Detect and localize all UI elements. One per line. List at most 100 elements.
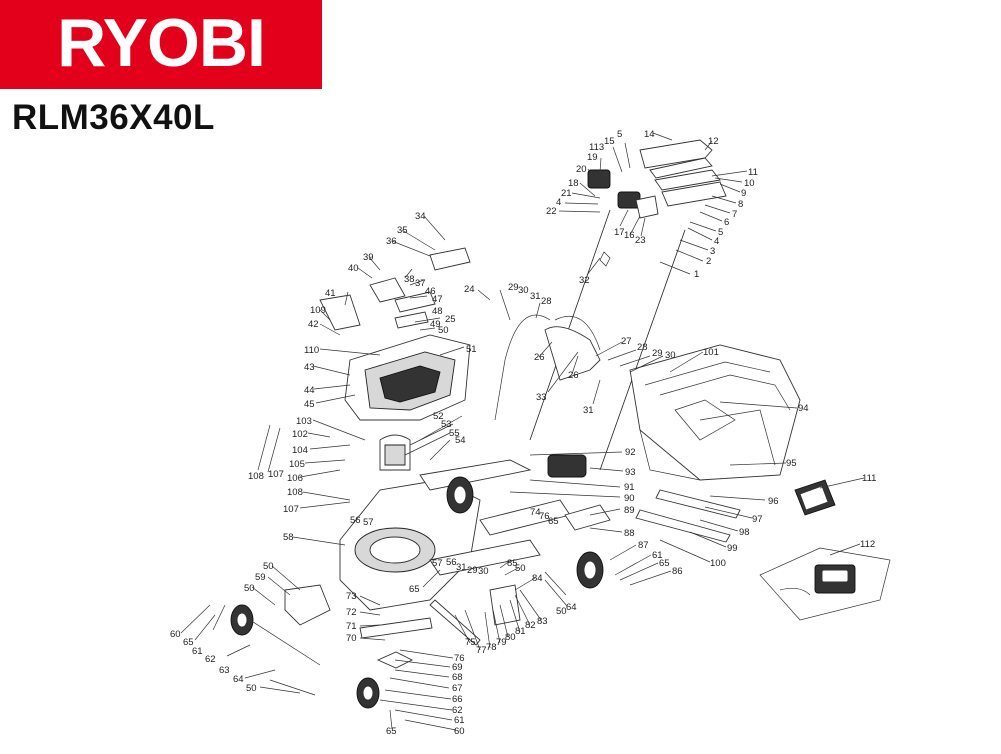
part-label: 54 [455,435,466,446]
part-label: 96 [768,496,779,507]
part-label: 81 [515,626,526,637]
part-label: 93 [625,467,636,478]
part-label: 50 [438,325,449,336]
part-label: 18 [568,178,579,189]
part-label: 62 [205,654,216,665]
part-label: 60 [454,726,465,737]
part-label: 85 [507,558,518,569]
motor-cover [319,247,471,421]
part-label: 84 [532,573,543,584]
part-label: 112 [860,539,875,550]
part-label: 50 [246,683,257,694]
part-label: 2 [706,256,711,267]
part-label: 31 [583,405,594,416]
part-label: 24 [464,284,475,295]
part-label: 70 [346,633,357,644]
part-label: 64 [233,674,244,685]
grass-catcher [629,344,801,481]
part-label: 16 [624,230,635,241]
part-label: 61 [652,550,663,561]
part-label: 65 [386,726,397,737]
part-label: 59 [255,572,266,583]
part-label: 15 [604,136,615,147]
part-label: 6 [724,217,729,228]
part-label: 63 [219,665,230,676]
part-label: 3 [710,246,715,257]
part-label: 52 [433,411,444,422]
part-label: 55 [449,428,460,439]
part-label: 103 [296,416,312,427]
part-label: 60 [170,629,181,640]
part-label: 30 [478,566,489,577]
part-label: 78 [486,642,497,653]
part-label: 72 [346,607,357,618]
part-label: 89 [624,505,635,516]
part-label: 50 [244,583,255,594]
part-label: 29 [508,282,519,293]
part-label: 108 [248,471,264,482]
part-label: 109 [310,305,326,316]
part-label: 19 [587,152,598,163]
part-label: 44 [304,385,315,396]
part-label: 57 [363,517,374,528]
part-label: 35 [397,225,408,236]
part-label: 49 [430,319,441,330]
part-label: 56 [446,557,457,568]
part-label: 107 [268,469,284,480]
part-label: 12 [708,136,719,147]
part-labels: 1 2 3 4 5 6 7 8 9 10 11 12 113 14 15 5 1… [170,129,876,737]
part-label: 95 [786,458,797,469]
part-label: 80 [505,632,516,643]
part-label: 17 [614,227,625,238]
part-label: 48 [432,306,443,317]
part-label: 29 [467,565,478,576]
part-label: 107 [283,504,299,515]
part-label: 42 [308,319,319,330]
part-label: 26 [568,370,579,381]
part-label: 47 [432,294,443,305]
axles-and-blade [249,424,741,696]
part-label: 88 [624,528,635,539]
part-label: 4 [714,236,719,247]
part-label: 28 [541,296,552,307]
part-label: 38 [404,274,415,285]
part-label: 32 [579,275,590,286]
part-label: 50 [515,563,526,574]
part-label: 65 [409,584,420,595]
part-label: 90 [624,493,635,504]
part-label: 50 [556,606,567,617]
model-number: RLM36X40L [12,98,215,137]
part-label: 30 [518,285,529,296]
part-label: 65 [183,637,194,648]
part-label: 9 [741,188,746,199]
part-label: 76 [454,653,465,664]
part-label: 73 [346,591,357,602]
part-label: 21 [561,188,572,199]
part-label: 106 [287,473,303,484]
part-label: 30 [665,350,676,361]
part-label: 76 [539,511,550,522]
part-label: 110 [304,345,319,356]
part-label: 75 [465,637,476,648]
part-label: 33 [536,392,547,403]
charger-kit [759,547,891,621]
ryobi-logo: RYOBI [0,0,322,89]
part-label: 98 [739,527,750,538]
part-label: 57 [432,558,443,569]
part-label: 102 [292,429,308,440]
part-label: 64 [566,602,577,613]
part-label: 51 [466,344,477,355]
part-label: 65 [548,516,559,527]
part-label: 94 [798,403,809,414]
part-label: 104 [292,445,308,456]
part-label: 31 [530,291,541,302]
part-label: 53 [441,419,452,430]
part-label: 61 [454,715,465,726]
part-label: 11 [748,167,758,178]
part-label: 25 [445,314,456,325]
part-label: 10 [744,178,755,189]
part-label: 69 [452,662,463,673]
part-label: 111 [862,473,876,484]
battery-pack [794,479,836,516]
part-label: 50 [263,561,274,572]
